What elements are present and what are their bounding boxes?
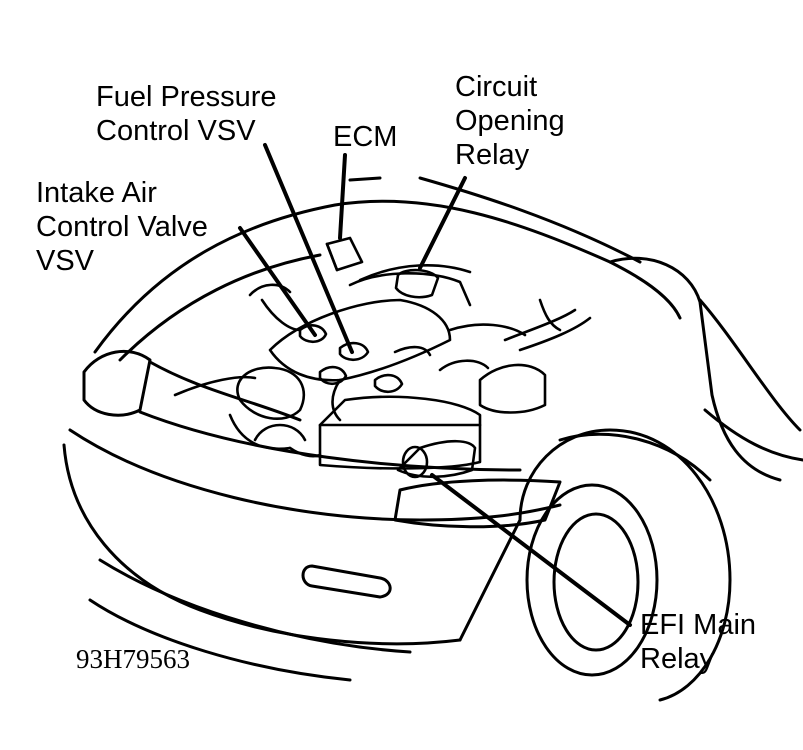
leader-lines	[238, 143, 632, 627]
label-line: Fuel Pressure	[96, 81, 277, 113]
leader-efi-main-relay	[430, 473, 632, 627]
leader-ecm	[338, 153, 347, 240]
front-wheel	[518, 428, 732, 702]
engine-components	[173, 236, 592, 479]
label-ecm: ECM	[333, 120, 397, 154]
label-line: Circuit	[455, 71, 538, 103]
label-line: VSV	[36, 245, 95, 277]
label-line: Opening	[455, 105, 565, 137]
label-efi-main-relay: EFI Main Relay	[640, 608, 756, 676]
figure-code: 93H79563	[76, 644, 190, 674]
label-line: Control Valve	[36, 211, 208, 243]
label-intake-air-vsv: Intake Air Control Valve VSV	[36, 176, 208, 278]
label-line: ECM	[333, 121, 398, 153]
car-body-outline	[62, 176, 803, 682]
label-line: Intake Air	[36, 177, 157, 209]
label-line: Relay	[455, 139, 530, 171]
leader-intake-air-vsv	[238, 226, 317, 337]
leader-fuel-pressure-vsv	[263, 143, 354, 354]
label-line: Control VSV	[96, 115, 256, 147]
label-circuit-opening-relay: Circuit Opening Relay	[455, 70, 565, 172]
label-line: Relay	[640, 643, 715, 675]
leader-circuit-opening-relay	[418, 176, 467, 270]
label-fuel-pressure-vsv: Fuel Pressure Control VSV	[96, 80, 277, 148]
label-line: EFI Main	[640, 609, 757, 641]
